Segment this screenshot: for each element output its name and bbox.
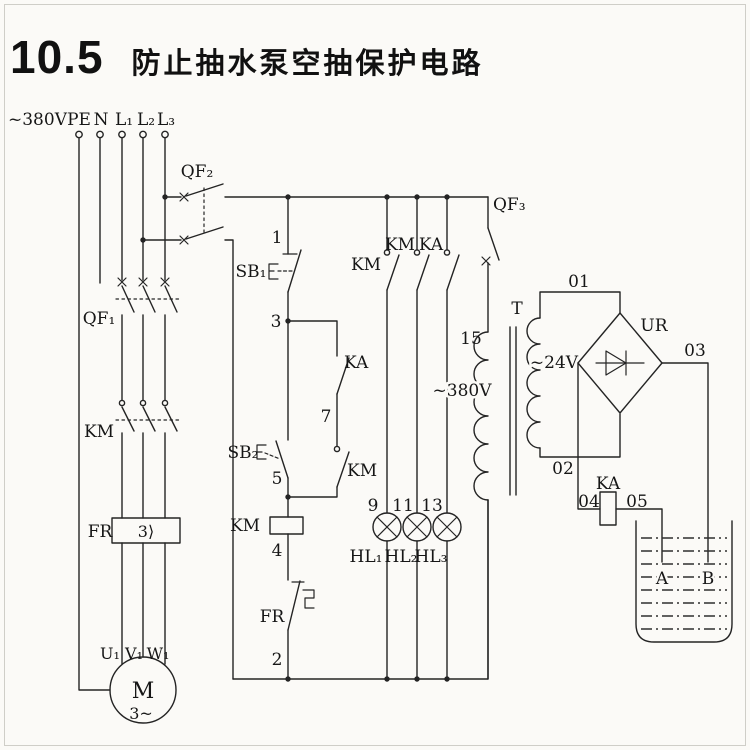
transformer-symbol-label: T xyxy=(511,299,523,319)
ka-contact-label: KA xyxy=(344,353,369,373)
thermal-relay-fr: FR 3⟩ xyxy=(88,517,181,665)
ka-seal-branch: KA 7 KM xyxy=(287,320,377,498)
qf1-label: QF₁ xyxy=(83,309,116,329)
fr-element-symbol: 3⟩ xyxy=(138,522,154,541)
ka-coil-label: KA xyxy=(596,474,621,494)
qf2-label: QF₂ xyxy=(181,162,214,182)
breaker-qf2: QF₂ xyxy=(140,162,489,680)
node4-label: 4 xyxy=(272,541,283,561)
node11-label: 11 xyxy=(392,496,414,516)
terminal-l3-label: L₃ xyxy=(157,110,175,130)
node02-label: 02 xyxy=(552,459,574,479)
lamp-branch-hl2: KM 11 HL₂ xyxy=(385,196,432,680)
transformer-t: 15 ~380V T 01 02 ~24V xyxy=(430,272,621,680)
section-title: 10.5 防止抽水泵空抽保护电路 xyxy=(10,30,484,84)
node9-label: 9 xyxy=(368,496,379,516)
section-title-text: 防止抽水泵空抽保护电路 xyxy=(131,48,484,80)
power-lines xyxy=(78,137,166,691)
terminal-pe-label: PE xyxy=(67,110,91,130)
node15-label: 15 xyxy=(460,329,482,349)
hl1-label: HL₁ xyxy=(350,547,383,567)
km-coil-label: KM xyxy=(230,516,260,536)
node04-label: 04 xyxy=(578,492,600,512)
motor-v1-label: V₁ xyxy=(124,644,143,663)
motor-phases: 3~ xyxy=(129,704,153,723)
lamp-branch-hl3: KA 13 HL₃ xyxy=(415,196,462,680)
hl2-label: HL₂ xyxy=(385,547,418,567)
node03-label: 03 xyxy=(684,341,706,361)
electrode-a-label: A xyxy=(655,569,669,589)
motor-u1-label: U₁ xyxy=(100,644,120,663)
sb2-label: SB₂ xyxy=(228,443,259,463)
level-relay-ka: KA 04 05 xyxy=(578,474,663,563)
terminal-l2-label: L₂ xyxy=(137,110,155,130)
km-main-label: KM xyxy=(84,422,114,442)
fr-label: FR xyxy=(88,522,114,542)
ka-lamp3-contact-label: KA xyxy=(419,235,444,255)
lamp-branch-hl1: KM 9 HL₁ xyxy=(350,196,402,680)
sb1-label: SB₁ xyxy=(236,262,267,282)
rectifier-ur: UR 03 xyxy=(577,312,709,563)
supply-terminal-circles xyxy=(75,130,169,139)
start-button-sb2: SB₂ 5 xyxy=(228,320,291,500)
node1-label: 1 xyxy=(272,228,283,248)
km-lamp2-contact-label: KM xyxy=(385,235,415,255)
breaker-qf1: QF₁ xyxy=(83,277,183,401)
ur-label: UR xyxy=(640,316,668,336)
qf3-label: QF₃ xyxy=(493,195,526,215)
terminal-n-label: N xyxy=(94,110,109,130)
node13-label: 13 xyxy=(421,496,443,516)
breaker-qf3: QF₃ xyxy=(481,195,526,333)
node5-label: 5 xyxy=(272,469,283,489)
motor-w1-label: W₁ xyxy=(147,644,170,663)
section-number: 10.5 xyxy=(10,31,104,83)
terminal-l1-label: L₁ xyxy=(115,110,133,130)
node2-label: 2 xyxy=(272,650,283,670)
motor: M 3~ U₁ V₁ W₁ xyxy=(100,644,177,724)
secondary-voltage-label: ~24V xyxy=(530,353,579,373)
supply-voltage-label: ~380V xyxy=(8,110,68,130)
km-seal-label: KM xyxy=(347,461,377,481)
stop-button-sb1: SB₁ 1 3 xyxy=(236,196,302,332)
km-lamp1-contact-label: KM xyxy=(351,255,381,275)
electrode-b-label: B xyxy=(702,569,715,589)
supply-labels: ~380V PE N L₁ L₂ L₃ xyxy=(8,110,175,130)
water-tank: A B xyxy=(635,520,733,643)
fr-contact-label: FR xyxy=(260,607,286,627)
node7-label: 7 xyxy=(321,407,332,427)
km-coil-branch: KM 4 FR 2 xyxy=(230,496,315,680)
node01-label: 01 xyxy=(568,272,590,292)
primary-voltage-label: ~380V xyxy=(433,381,493,401)
hl3-label: HL₃ xyxy=(415,547,448,567)
motor-letter: M xyxy=(132,679,155,704)
contactor-km-main: KM xyxy=(84,399,183,519)
node3-label: 3 xyxy=(271,312,282,332)
node05-label: 05 xyxy=(626,492,648,512)
